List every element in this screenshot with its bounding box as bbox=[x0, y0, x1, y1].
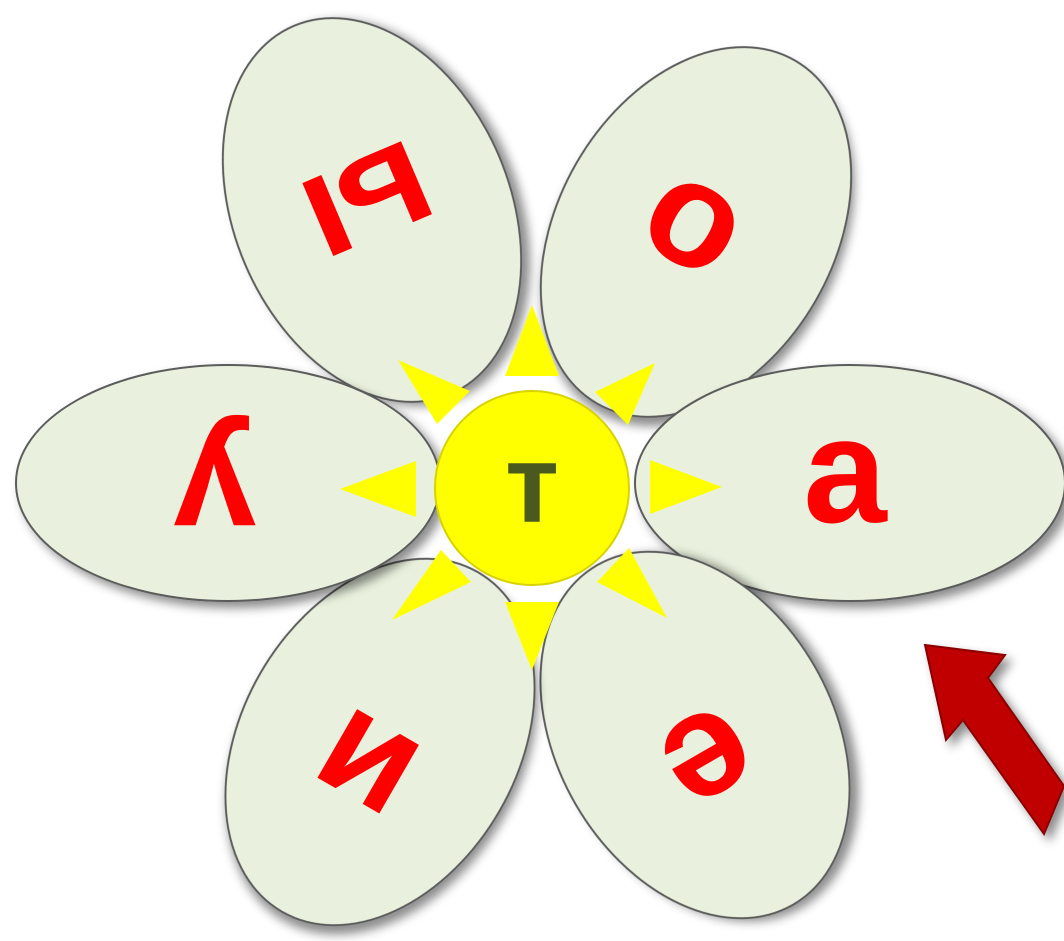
petal-left-letter: у bbox=[173, 414, 256, 582]
flower-center[interactable]: т bbox=[435, 391, 629, 585]
arrow-up-left-icon[interactable] bbox=[925, 645, 1064, 834]
center-letter: т bbox=[505, 423, 559, 546]
petal-right-letter: а bbox=[803, 386, 888, 554]
